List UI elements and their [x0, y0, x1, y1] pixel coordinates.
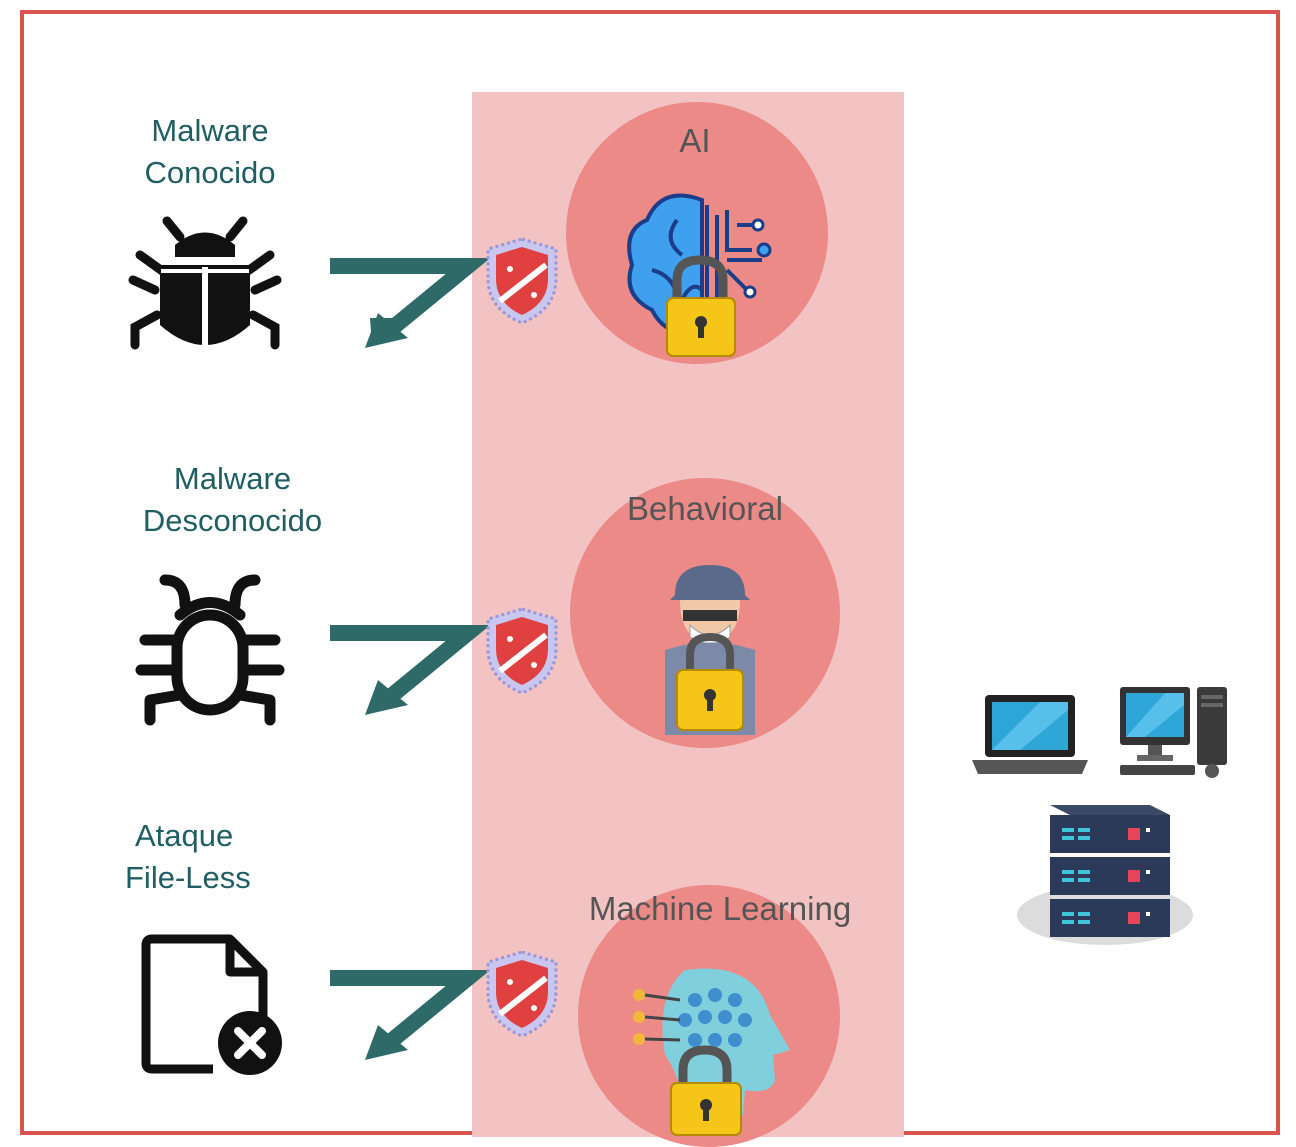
shield-icon-behavioral: [486, 607, 558, 695]
layer-title-machine-learning: Machine Learning: [588, 890, 852, 927]
ml-head-icon: [633, 968, 790, 1136]
laptop-icon: [972, 695, 1088, 774]
arrow-unknown-malware: [330, 625, 491, 715]
hacker-icon: [665, 565, 755, 735]
bug-filled-icon: [128, 216, 282, 350]
desktop-icon: [1120, 687, 1227, 778]
arrow-fileless-attack: [330, 970, 491, 1060]
ai-brain-icon: [627, 193, 772, 357]
server-icon: [1017, 805, 1193, 945]
arrow-known-malware: [330, 258, 491, 348]
shield-icon-ai: [486, 237, 558, 325]
layer-title-ai: AI: [679, 122, 711, 159]
layer-title-behavioral: Behavioral: [627, 490, 783, 527]
bug-outline-icon: [135, 574, 285, 726]
file-error-icon: [141, 934, 282, 1075]
shield-icon-ml: [486, 950, 558, 1038]
